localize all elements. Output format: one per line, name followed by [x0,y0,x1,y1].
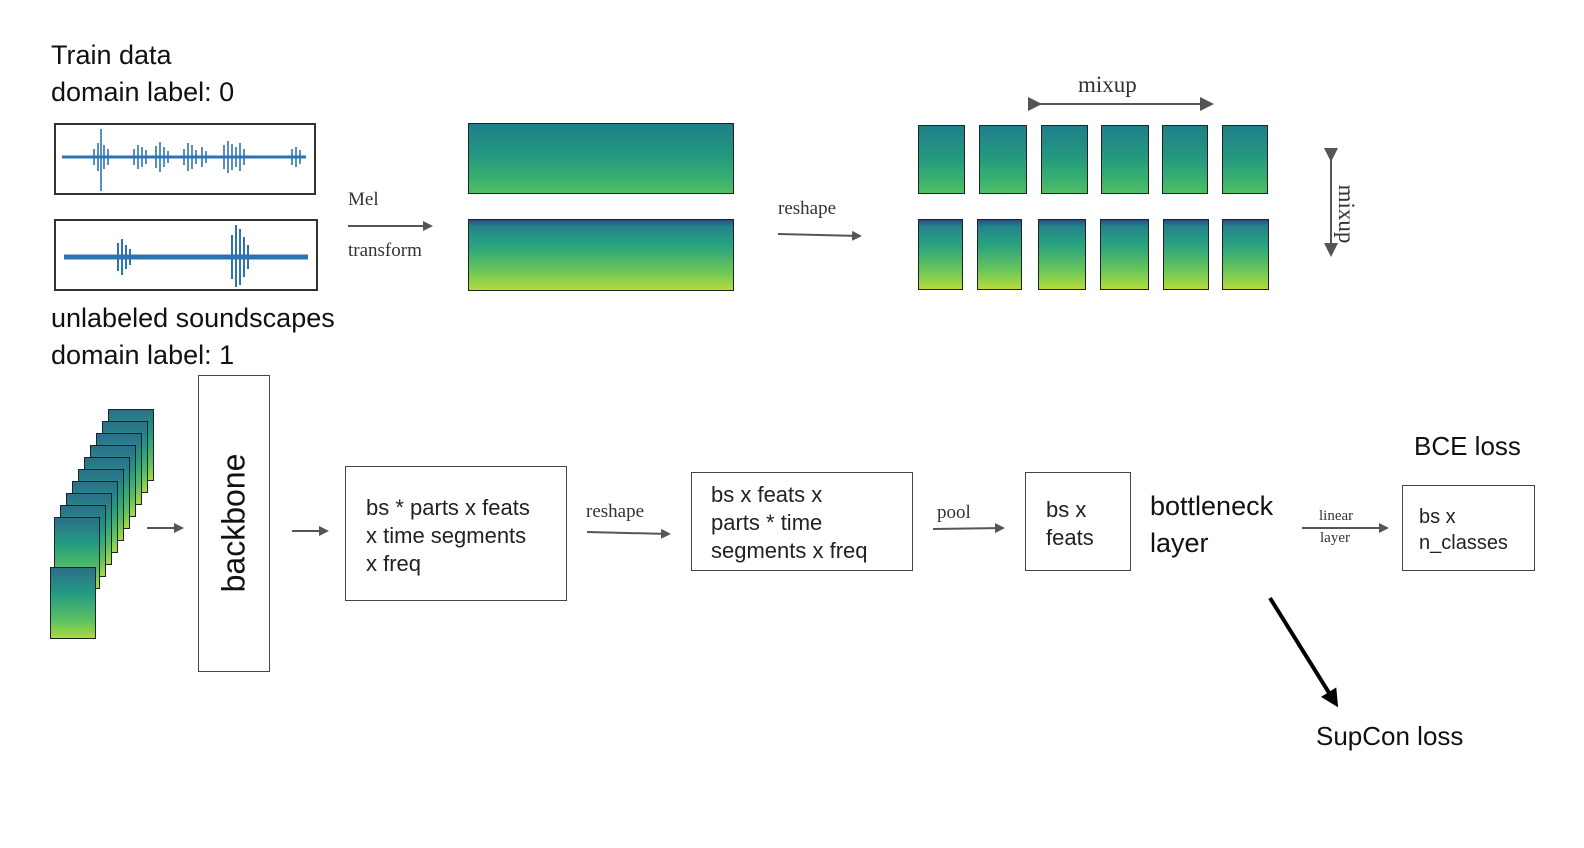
pool-arrow [932,523,1005,534]
chunk-top-4 [1101,125,1149,194]
backbone-box [198,375,270,672]
chunk-top-6 [1222,125,1268,194]
reshape-top-arrow [777,230,862,241]
train-spectrogram [468,123,734,194]
unlabeled-label: unlabeled soundscapes [51,303,335,333]
output-box-text: bs x n_classes [1419,506,1508,554]
reshape-top-label: reshape [778,198,837,219]
train-data-label: Train data [51,40,172,70]
chunk-bottom-6 [1222,219,1269,290]
chunk-top-2 [979,125,1027,194]
soundscape-waveform-graphic [64,225,308,287]
bottleneck-label-line2: layer [1150,528,1209,558]
unlabeled-domain-label: domain label: 1 [51,340,235,370]
features-box-3 [1025,472,1131,571]
soundscape-spectrogram [468,219,734,291]
transform-label: transform [348,240,422,261]
supcon-loss-label: SupCon loss [1316,721,1464,751]
chunk-bottom-3 [1038,219,1086,290]
features-box-1-text: bs * parts x feats x time segments x fre… [366,495,530,576]
reshape-mid-label: reshape [586,501,645,522]
mel-label: Mel [348,189,379,210]
chunk-bottom-1 [918,219,963,290]
stack-card [50,567,96,639]
features-box-2 [691,472,913,571]
pool-label: pool [937,502,971,523]
train-waveform-graphic [62,129,306,191]
bce-loss-label: BCE loss [1414,431,1521,461]
mixup-horizontal-label: mixup [1078,72,1137,97]
chunk-bottom-5 [1163,219,1209,290]
train-waveform [54,123,316,195]
chunk-top-1 [918,125,965,194]
linear-label-line1: linear [1319,508,1354,524]
soundscape-waveform [54,219,318,291]
chunk-bottom-4 [1100,219,1149,290]
chunk-top-3 [1041,125,1088,194]
train-domain-label: domain label: 0 [51,77,235,107]
chunk-bottom-2 [977,219,1022,290]
supcon-arrow [1268,596,1339,708]
linear-label-line2: layer [1320,530,1350,546]
chunk-top-5 [1162,125,1208,194]
features-box-1 [345,466,567,601]
features-box-2-text: bs x feats x parts * time segments x fre… [711,482,868,563]
features-box-3-text: bs x feats [1046,497,1094,550]
reshape-mid-arrow [586,528,671,539]
bottleneck-label-line1: bottleneck [1150,491,1274,521]
output-box [1402,485,1535,571]
